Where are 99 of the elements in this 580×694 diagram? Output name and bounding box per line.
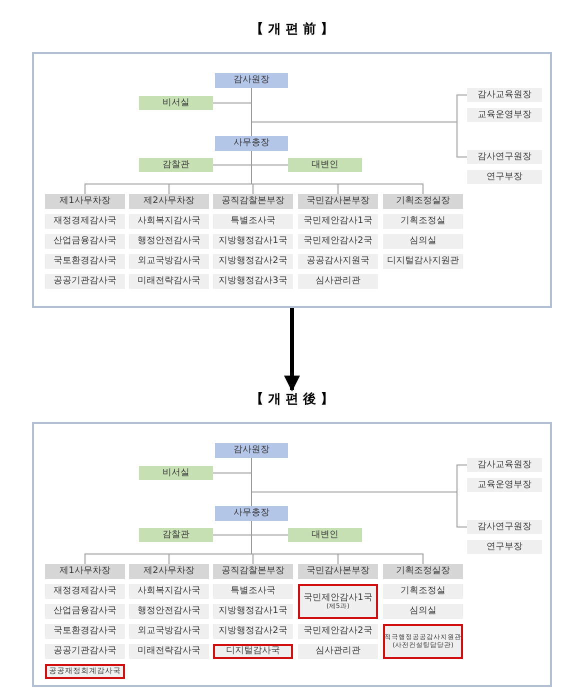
unit-name: 연구부장 bbox=[486, 542, 522, 552]
unit-name: 산업금융감사국 bbox=[54, 606, 116, 617]
unit-name: 감사연구원장 bbox=[478, 522, 532, 532]
unit-name: 감사연구원장 bbox=[478, 152, 532, 162]
unit-box bbox=[215, 443, 288, 458]
connector-line bbox=[251, 150, 424, 194]
unit-box bbox=[467, 520, 542, 534]
unit-name: 국민제안감사1국 bbox=[304, 592, 372, 603]
unit-name: 연구부장 bbox=[486, 172, 522, 182]
connector-line bbox=[251, 520, 424, 564]
unit-name: 비서실 bbox=[162, 468, 190, 478]
unit-box bbox=[213, 564, 293, 579]
unit-name: 국토환경감사국 bbox=[54, 626, 116, 637]
unit-box bbox=[383, 624, 463, 659]
unit-name: 외교국방감사국 bbox=[138, 256, 200, 267]
unit-name: 외교국방감사국 bbox=[138, 626, 200, 637]
unit-box bbox=[298, 564, 378, 579]
panel-heading: 【 개 편 後 】 bbox=[250, 391, 334, 409]
unit-name: 교육운영부장 bbox=[478, 110, 532, 120]
connector-line bbox=[251, 88, 468, 158]
unit-name: 국민제안감사2국 bbox=[304, 236, 372, 247]
unit-name: 사회복지감사국 bbox=[138, 586, 200, 597]
unit-box bbox=[215, 506, 288, 521]
unit-name: 행정안전감사국 bbox=[138, 606, 200, 617]
unit-box bbox=[467, 88, 542, 102]
connector-line bbox=[251, 458, 468, 528]
unit-name: 기획조정실 bbox=[400, 216, 446, 227]
unit-name: 특별조사국 bbox=[230, 216, 276, 227]
unit-name: 사회복지감사국 bbox=[138, 216, 200, 227]
unit-box bbox=[139, 528, 213, 542]
unit-box bbox=[298, 194, 378, 209]
unit-name: 재정경제감사국 bbox=[54, 586, 116, 597]
unit-name: 미래전략감사국 bbox=[138, 276, 200, 287]
unit-name: 공공기관감사국 bbox=[54, 276, 116, 287]
unit-name: 감사교육원장 bbox=[478, 90, 532, 100]
panel-heading: 【 개 편 前 】 bbox=[250, 21, 334, 39]
unit-name: 사무총장 bbox=[234, 138, 270, 149]
unit-name: 기획조정실장 bbox=[396, 196, 450, 207]
unit-name: 공직감찰본부장 bbox=[222, 196, 284, 207]
unit-name: 공직감찰본부장 bbox=[222, 566, 284, 577]
unit-name: 대변인 bbox=[312, 530, 338, 540]
unit-name: 감찰관 bbox=[162, 160, 190, 170]
unit-name: 제2사무차장 bbox=[144, 196, 194, 207]
unit-box bbox=[139, 158, 213, 172]
unit-name: 지방행정감사1국 bbox=[218, 236, 288, 247]
unit-box bbox=[383, 194, 463, 209]
unit-box bbox=[45, 564, 125, 579]
unit-name: 디지털감사지원관 bbox=[387, 256, 459, 267]
unit-name: 지방행정감사3국 bbox=[218, 276, 288, 287]
unit-name: 국토환경감사국 bbox=[54, 256, 116, 267]
unit-name: 특별조사국 bbox=[230, 586, 276, 597]
unit-box bbox=[215, 73, 288, 88]
unit-box bbox=[288, 158, 362, 172]
unit-name: 대변인 bbox=[312, 160, 338, 170]
unit-box bbox=[45, 194, 125, 209]
unit-name: 제1사무차장 bbox=[60, 196, 110, 207]
unit-name: 사무총장 bbox=[234, 508, 270, 519]
unit-box bbox=[467, 458, 542, 472]
unit-name: 국민감사본부장 bbox=[306, 196, 370, 207]
unit-box bbox=[45, 664, 125, 679]
unit-box bbox=[139, 466, 213, 480]
unit-name: 기획조정실 bbox=[400, 586, 446, 597]
unit-name: 감사교육원장 bbox=[478, 460, 532, 470]
unit-name: 제2사무차장 bbox=[144, 566, 194, 577]
unit-name: 공공감사지원국 bbox=[306, 256, 370, 267]
unit-name: 감찰관 bbox=[162, 530, 190, 540]
unit-name: 국민제안감사1국 bbox=[304, 216, 372, 227]
unit-box bbox=[139, 96, 213, 110]
unit-name: 감사원장 bbox=[234, 75, 270, 86]
unit-name: 교육운영부장 bbox=[478, 480, 532, 490]
unit-name: 공공기관감사국 bbox=[54, 646, 116, 657]
unit-box bbox=[467, 150, 542, 164]
unit-name: 국민제안감사2국 bbox=[304, 626, 372, 637]
unit-name: 심의실 bbox=[410, 236, 436, 247]
unit-box bbox=[298, 584, 378, 619]
unit-name: 미래전략감사국 bbox=[138, 646, 200, 657]
unit-name: 지방행정감사2국 bbox=[218, 626, 288, 637]
unit-box bbox=[213, 644, 293, 659]
unit-box bbox=[215, 136, 288, 151]
unit-name: 재정경제감사국 bbox=[54, 216, 116, 227]
unit-name: 행정안전감사국 bbox=[138, 236, 200, 247]
unit-name: 제1사무차장 bbox=[60, 566, 110, 577]
unit-name: 감사원장 bbox=[234, 445, 270, 456]
unit-box bbox=[129, 194, 209, 209]
unit-name: 산업금융감사국 bbox=[54, 236, 116, 247]
unit-name: 지방행정감사1국 bbox=[218, 606, 288, 617]
unit-box bbox=[288, 528, 362, 542]
unit-name: 심사관리관 bbox=[316, 646, 360, 657]
unit-name: 디지털감사국 bbox=[226, 646, 280, 657]
unit-box bbox=[383, 564, 463, 579]
unit-name: 심의실 bbox=[410, 606, 436, 617]
down-arrow bbox=[284, 308, 300, 392]
unit-name: 국민감사본부장 bbox=[306, 566, 370, 577]
unit-name: 심사관리관 bbox=[316, 276, 360, 287]
unit-box bbox=[129, 564, 209, 579]
unit-name: 지방행정감사2국 bbox=[218, 256, 288, 267]
unit-name: 기획조정실장 bbox=[396, 566, 450, 577]
unit-name: 비서실 bbox=[162, 98, 190, 108]
unit-box bbox=[213, 194, 293, 209]
